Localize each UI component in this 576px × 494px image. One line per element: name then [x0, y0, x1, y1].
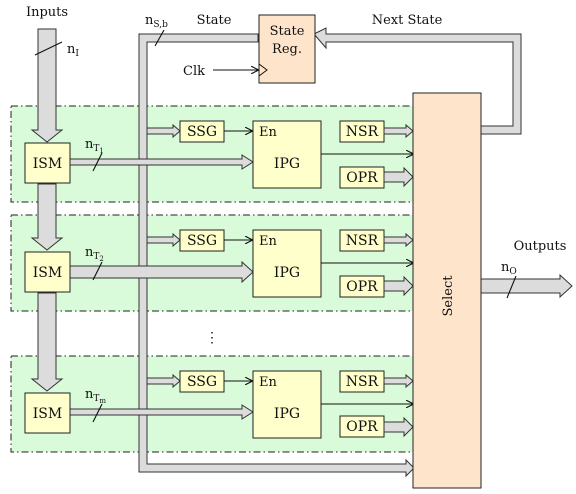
ipg-label-m: IPG — [274, 406, 300, 422]
state-width-tick — [154, 29, 165, 47]
ism-label-2: ISM — [33, 265, 62, 281]
en-label-2: En — [259, 234, 277, 249]
ism-label-m: ISM — [33, 406, 62, 422]
select-block — [412, 92, 482, 489]
input-width-label: nI — [67, 42, 79, 59]
state-reg-block — [258, 14, 316, 84]
ipg-block-m — [252, 370, 322, 439]
next-state-label: Next State — [372, 13, 443, 28]
state-taps — [146, 123, 181, 389]
state-reg-label-line1: State — [270, 24, 305, 39]
state-width-label: nS,b — [145, 13, 168, 30]
en-label-m: En — [259, 375, 277, 390]
en-label-1: En — [259, 125, 277, 140]
opr-label-2: OPR — [346, 279, 378, 295]
ism-block-1 — [24, 142, 71, 184]
output-width-tick — [506, 275, 517, 299]
stage-m-width-label: nTm — [85, 387, 106, 405]
nsr-label-1: NSR — [346, 124, 379, 140]
stage-1: ISM SSG En IPG NSR OPR — [24, 120, 413, 189]
stage-2: ISM SSG En IPG NSR OPR — [24, 229, 413, 298]
inputs-label: Inputs — [26, 5, 68, 20]
ipg-label-2: IPG — [274, 265, 300, 281]
input-bus — [30, 28, 64, 392]
clk-label: Clk — [183, 64, 205, 79]
output-bus — [480, 273, 573, 299]
ism-label-1: ISM — [33, 156, 62, 172]
nsr-label-m: NSR — [346, 374, 379, 390]
ssg-label-2: SSG — [187, 233, 217, 249]
ssg-label-m: SSG — [187, 374, 217, 390]
opr-label-m: OPR — [346, 419, 378, 435]
ipg-block-2 — [252, 229, 322, 298]
opr-label-1: OPR — [346, 170, 378, 186]
stage-m: ISM SSG En IPG NSR OPR — [24, 370, 413, 439]
input-width-tick — [34, 41, 63, 56]
outputs-label: Outputs — [514, 239, 567, 254]
ipg-block-1 — [252, 120, 322, 189]
select-label: Select — [441, 275, 456, 317]
ssg-label-1: SSG — [187, 124, 217, 140]
ipg-label-1: IPG — [274, 156, 300, 172]
ism-block-2 — [24, 251, 71, 293]
stage-2-width-label: nT2 — [85, 245, 104, 263]
state-reg-label-line2: Reg. — [272, 42, 302, 57]
nsr-label-2: NSR — [346, 233, 379, 249]
stage-1-width-label: nT1 — [85, 137, 104, 155]
state-label: State — [197, 13, 232, 28]
ism-block-m — [24, 392, 71, 434]
state-feedback-bus — [138, 33, 415, 478]
stage-ellipsis: ⋮ — [205, 330, 219, 346]
output-width-label: nO — [501, 260, 517, 277]
